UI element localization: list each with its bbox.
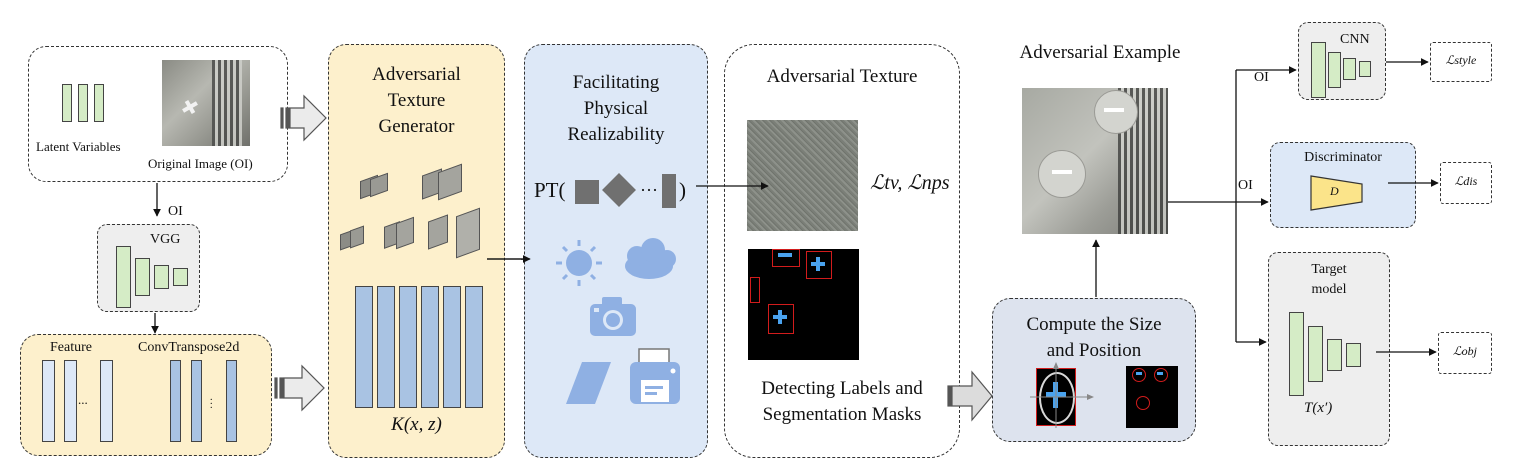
generator-formula: K(x, z): [391, 414, 442, 435]
adversarial-texture-image: [747, 120, 858, 231]
texture-detect-l1: Detecting Labels and: [761, 378, 923, 399]
pt-square-shape: [575, 180, 599, 204]
style-loss-box: [1430, 42, 1492, 82]
texture-detect-l2: Segmentation Masks: [762, 404, 922, 425]
obj-loss-box: [1438, 332, 1492, 374]
feature-label: Feature: [50, 340, 92, 355]
target-title-l2: model: [1311, 282, 1347, 297]
target-formula: T(x′): [1304, 400, 1333, 416]
discriminator-symbol: D: [1330, 184, 1339, 198]
latent-variable-bars: [62, 84, 104, 122]
vgg-title: VGG: [150, 232, 181, 247]
generator-title-l3: Generator: [378, 116, 455, 137]
cnn-oi-label: OI: [1254, 70, 1269, 85]
detection-mask-image: [748, 249, 859, 360]
vgg-oi-label: OI: [168, 204, 183, 219]
generator-feature-maps: [340, 163, 492, 268]
discriminator-title: Discriminator: [1304, 150, 1382, 165]
pt-dots: ···: [640, 180, 658, 200]
feature-ellipsis: ...: [78, 392, 88, 407]
physical-title-l3: Realizability: [567, 124, 665, 145]
compute-title-l2: and Position: [1046, 340, 1142, 361]
adv-example-title: Adversarial Example: [1019, 42, 1181, 63]
style-loss: ℒstyle: [1445, 53, 1477, 67]
convt-vertical-ellipsis: ...: [210, 392, 213, 411]
original-image-label: Original Image (OI): [148, 156, 253, 171]
pt-bar-shape: [662, 174, 676, 208]
generator-title-l1: Adversarial: [372, 64, 461, 85]
generator-title-l2: Texture: [387, 90, 446, 111]
compute-title-l1: Compute the Size: [1026, 314, 1162, 335]
dis-loss-box: [1440, 162, 1492, 204]
adversarial-example-image: [1022, 88, 1168, 234]
size-position-crop: [1036, 368, 1076, 426]
physical-title-l2: Physical: [583, 98, 649, 119]
disc-oi-label: OI: [1238, 178, 1253, 193]
pt-close: ): [679, 178, 686, 202]
obj-loss: ℒobj: [1453, 344, 1477, 358]
pt-open: PT(: [534, 178, 566, 202]
texture-loss-formula: ℒtv, ℒnps: [870, 172, 950, 194]
latent-variables-label: Latent Variables: [36, 139, 121, 154]
texture-title: Adversarial Texture: [766, 66, 918, 87]
target-title-l1: Target: [1311, 262, 1347, 277]
dis-loss: ℒdis: [1454, 174, 1478, 188]
convtranspose-label: ConvTranspose2d: [138, 340, 240, 355]
physical-title-l1: Facilitating: [572, 72, 660, 93]
texture-panel: [724, 44, 960, 458]
block-arrow-2: [274, 364, 325, 412]
cnn-title: CNN: [1340, 32, 1370, 47]
mask-crop: [1126, 366, 1178, 428]
original-image: [162, 60, 250, 146]
